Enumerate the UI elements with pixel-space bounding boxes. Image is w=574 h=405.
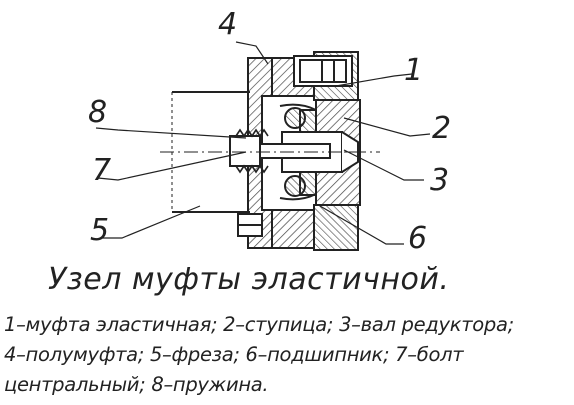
central-bolt-part bbox=[229, 135, 331, 167]
legend-line-3: центральный; 8–пружина. bbox=[4, 373, 269, 396]
callout-7: 7 bbox=[92, 153, 111, 188]
bearing-part bbox=[279, 103, 317, 201]
fastener-part bbox=[237, 213, 263, 237]
callout-5: 5 bbox=[90, 213, 109, 248]
assembly-drawing: 4 1 2 3 6 8 7 5 bbox=[88, 7, 451, 256]
legend-line-2: 4–полумуфта; 5–фреза; 6–подшипник; 7–бол… bbox=[4, 343, 464, 366]
leader-lines bbox=[95, 41, 431, 245]
figure-title: Узел муфты эластичной. bbox=[48, 262, 450, 297]
callout-4: 4 bbox=[218, 7, 237, 42]
callout-3: 3 bbox=[430, 163, 449, 198]
spring-part bbox=[235, 128, 269, 174]
callout-6: 6 bbox=[408, 221, 427, 256]
callout-8: 8 bbox=[88, 95, 107, 130]
callout-1: 1 bbox=[404, 53, 423, 88]
callout-2: 2 bbox=[432, 111, 451, 146]
legend-line-1: 1–муфта эластичная; 2–ступица; 3–вал ред… bbox=[4, 313, 514, 336]
